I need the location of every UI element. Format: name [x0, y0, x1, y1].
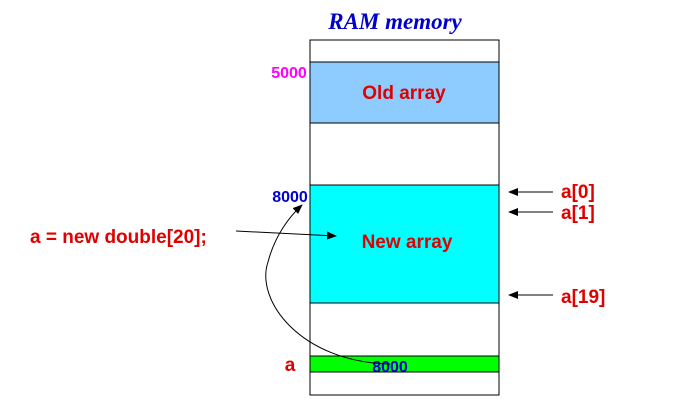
- element-1-label: a[1]: [561, 203, 595, 224]
- reference-arrow: [265, 204, 391, 365]
- element-19-label: a[19]: [561, 287, 605, 308]
- new-array-address: 8000: [272, 189, 308, 206]
- statement-arrow: [235, 230, 337, 240]
- old-array-block: [309, 61, 500, 124]
- diagram-title: RAM memory: [327, 9, 462, 34]
- new-array-label: New array: [362, 232, 453, 253]
- statement-label: a = new double[20];: [30, 227, 207, 248]
- old-array-label: Old array: [362, 83, 446, 104]
- new-array-block: [309, 184, 500, 304]
- old-array-address: 5000: [271, 65, 307, 82]
- variable-a-value: 8000: [372, 359, 408, 376]
- variable-a-name: a: [285, 355, 296, 376]
- element-0-label: a[0]: [561, 182, 595, 203]
